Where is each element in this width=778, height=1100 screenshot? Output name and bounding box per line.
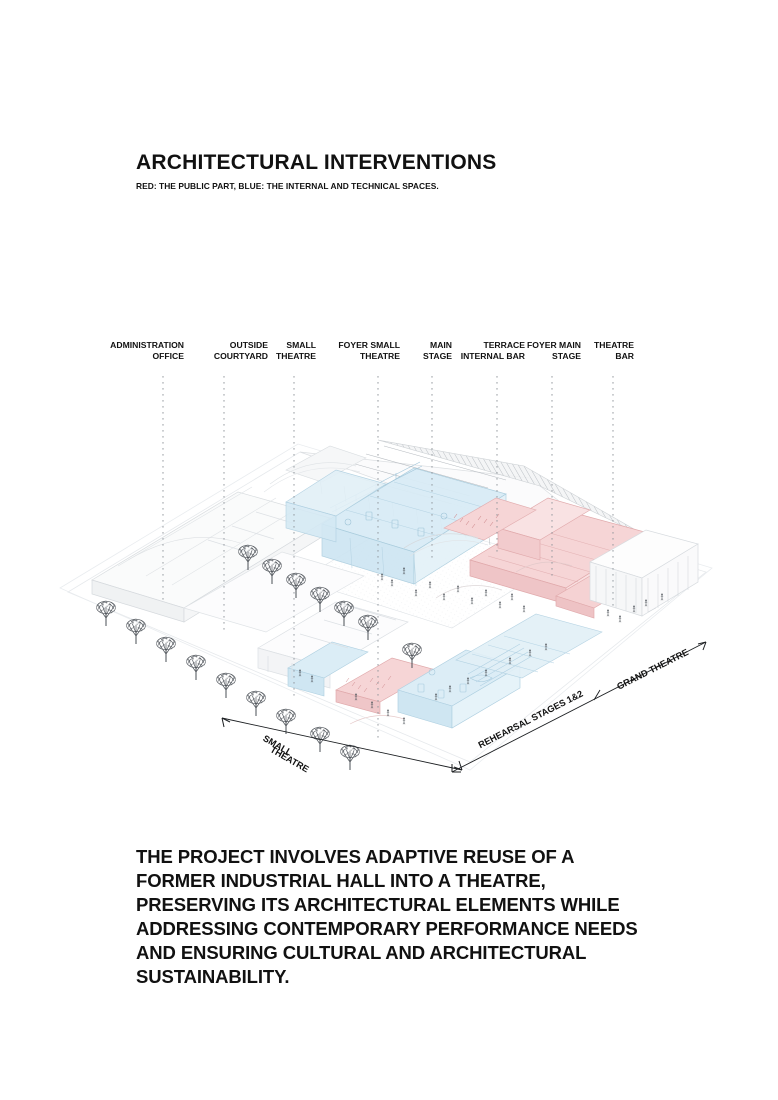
column-label-terrace-internal-bar: TERRACE INTERNAL BAR bbox=[461, 340, 525, 362]
grand-theatre-red-plate bbox=[469, 497, 653, 605]
label-line-2: INTERNAL BAR bbox=[460, 351, 525, 361]
label-line-2: COURTYARD bbox=[213, 351, 268, 361]
street-tree-row bbox=[96, 600, 360, 771]
site-ground-plate bbox=[59, 443, 713, 771]
administration-wing bbox=[91, 486, 331, 623]
dimension-label-grand-theatre: GRAND THEATRE bbox=[615, 647, 690, 692]
dimension-label-small-theatre-line1: SMALL bbox=[261, 733, 294, 758]
human-figures bbox=[298, 567, 664, 725]
label-line-2: STAGE bbox=[423, 351, 452, 361]
terrace-internal-bar-red bbox=[443, 497, 537, 541]
label-line-1: SMALL bbox=[286, 340, 316, 350]
project-caption: THE PROJECT INVOLVES ADAPTIVE REUSE OF A… bbox=[136, 846, 638, 988]
column-label-outside-courtyard: OUTSIDE COURTYARD bbox=[214, 340, 268, 362]
page-title: ARCHITECTURAL INTERVENTIONS bbox=[136, 151, 497, 174]
title-block: ARCHITECTURAL INTERVENTIONS RED: THE PUB… bbox=[136, 151, 696, 192]
label-line-1: FOYER MAIN bbox=[527, 340, 581, 350]
small-theatre-cluster bbox=[257, 601, 521, 729]
label-line-1: FOYER SMALL bbox=[338, 340, 400, 350]
dimension-lines bbox=[221, 641, 707, 773]
legend-subtitle: RED: THE PUBLIC PART, BLUE: THE INTERNAL… bbox=[136, 181, 439, 192]
label-line-1: THEATRE bbox=[594, 340, 634, 350]
label-line-2: THEATRE bbox=[360, 351, 400, 361]
label-leader-lines bbox=[162, 376, 614, 742]
label-line-2: STAGE bbox=[552, 351, 581, 361]
column-label-administration-office: ADMINISTRATION OFFICE bbox=[110, 340, 184, 362]
courtyard-tree-cluster bbox=[238, 544, 422, 669]
theatre-bar-volume bbox=[589, 529, 699, 617]
column-label-foyer-main-stage: FOYER MAIN STAGE bbox=[527, 340, 581, 362]
label-line-2: BAR bbox=[615, 351, 634, 361]
technical-spaces-upper-blue-2 bbox=[285, 469, 387, 543]
column-label-small-theatre: SMALL THEATRE bbox=[276, 340, 316, 362]
dimension-label-texts: SMALL THEATRE REHEARSAL STAGES 1&2 GRAND… bbox=[261, 647, 690, 774]
label-line-2: OFFICE bbox=[152, 351, 184, 361]
column-label-main-stage: MAIN STAGE bbox=[423, 340, 452, 362]
curved-entrance-elements bbox=[349, 533, 573, 725]
foyer-main-stage-red bbox=[555, 555, 663, 619]
dimension-line-rehearsal-grand bbox=[451, 641, 707, 773]
label-line-1: OUTSIDE bbox=[229, 340, 268, 350]
main-hall-roof-structure bbox=[263, 439, 661, 574]
label-line-1: TERRACE bbox=[483, 340, 525, 350]
rehearsal-stages-blue bbox=[455, 613, 603, 687]
paved-forecourt bbox=[196, 517, 559, 629]
technical-spaces-upper-blue bbox=[321, 461, 507, 587]
column-label-foyer-small-theatre: FOYER SMALL THEATRE bbox=[338, 340, 400, 362]
dimension-label-rehearsal-stages: REHEARSAL STAGES 1&2 bbox=[477, 689, 585, 751]
dimension-label-small-theatre-line2: THEATRE bbox=[269, 744, 311, 774]
label-line-1: ADMINISTRATION bbox=[110, 340, 184, 350]
label-line-2: THEATRE bbox=[276, 351, 316, 361]
column-label-row: ADMINISTRATION OFFICE OUTSIDE COURTYARD … bbox=[0, 340, 778, 380]
dimension-line-small-theatre bbox=[221, 717, 463, 771]
label-line-1: MAIN bbox=[430, 340, 452, 350]
column-label-theatre-bar: THEATRE BAR bbox=[594, 340, 634, 362]
outside-courtyard-plaza bbox=[183, 551, 365, 633]
